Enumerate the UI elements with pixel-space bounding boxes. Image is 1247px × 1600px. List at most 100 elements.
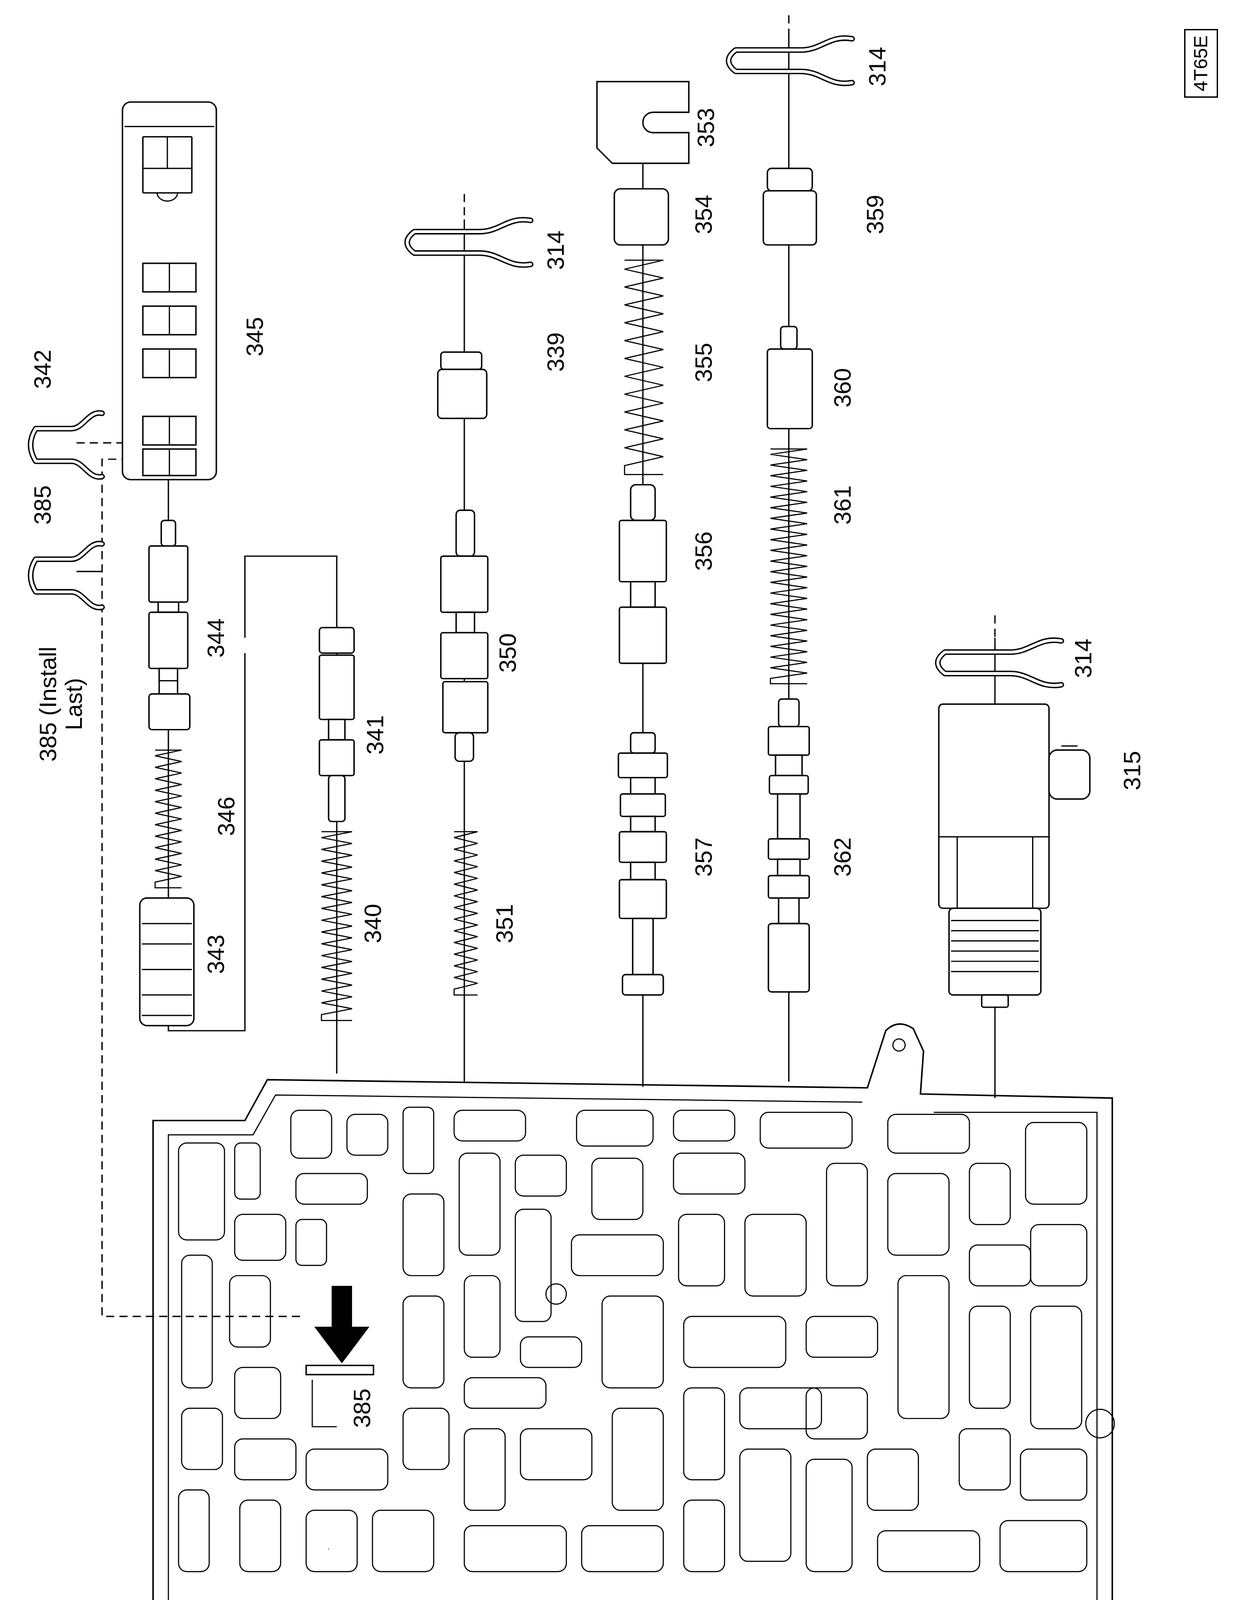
valve-body-channels xyxy=(602,1295,664,1388)
valve-spool xyxy=(619,520,667,582)
valve-spool xyxy=(768,875,810,899)
assembly-lines xyxy=(788,15,790,36)
valve-spool xyxy=(619,607,667,664)
valve-spool xyxy=(775,755,803,776)
valve-spool xyxy=(630,862,656,880)
valve-body-channels xyxy=(576,1110,653,1147)
valve-spool xyxy=(159,668,178,694)
solenoid-body xyxy=(142,348,196,378)
valve-spool xyxy=(319,655,355,720)
install-arrow xyxy=(306,1365,374,1375)
retainer-clip xyxy=(937,640,1062,686)
solenoid-body xyxy=(142,263,196,292)
callout-number: 385 xyxy=(28,482,57,528)
callout-number: 354 xyxy=(690,191,719,237)
bore-plug xyxy=(141,1014,192,1017)
callout-number: 340 xyxy=(359,901,388,947)
valve-spool xyxy=(440,556,488,613)
valve-body-channels xyxy=(806,1316,878,1357)
valve-body-channels xyxy=(760,1112,852,1148)
callout-number: 315 xyxy=(1118,747,1147,793)
retainer-clip xyxy=(407,219,531,266)
valve-spool xyxy=(630,581,656,608)
valve-body-channels xyxy=(295,1219,327,1266)
install-arrow xyxy=(312,1379,337,1427)
valve-spool xyxy=(440,632,488,679)
valve-body-channels xyxy=(571,1234,664,1276)
valve-spool xyxy=(328,775,345,822)
callout-number: 350 xyxy=(494,630,523,676)
valve-spool xyxy=(456,510,475,557)
solenoid xyxy=(1032,836,1034,909)
valve-body-channels xyxy=(520,1428,592,1480)
callout-number: 355 xyxy=(690,339,719,385)
valve-sleeve xyxy=(767,326,813,429)
bore-plug xyxy=(141,923,192,925)
model-code: 4T65E xyxy=(1190,35,1212,92)
valve-body-channels xyxy=(464,1377,546,1409)
callout-number: 385 xyxy=(348,1385,377,1431)
bore-plug xyxy=(437,352,487,419)
solenoid xyxy=(951,960,1039,962)
callout-number: 341 xyxy=(361,712,390,757)
callout-number: 345 xyxy=(241,314,269,360)
valve-body-channels xyxy=(673,1110,735,1142)
valve-body-channels xyxy=(806,1387,868,1439)
valve-spool xyxy=(440,510,488,762)
solenoid-body xyxy=(168,263,171,292)
valve-body-channels xyxy=(403,1107,434,1174)
valve-body-channels xyxy=(234,1214,286,1261)
valve-spool xyxy=(442,681,488,733)
valve-body-channels xyxy=(372,1510,434,1572)
valve-body-channels xyxy=(1085,1409,1115,1438)
solenoid xyxy=(981,994,1009,1008)
callout-number: 343 xyxy=(202,931,231,977)
valve-body-channels xyxy=(306,1510,358,1572)
valve-spool xyxy=(777,794,801,839)
retainer-clip xyxy=(728,38,852,84)
valve-body-channels xyxy=(290,1110,332,1159)
valve-spool xyxy=(632,918,653,975)
valve-body-channels xyxy=(464,1525,567,1572)
valve-body-channels xyxy=(999,1520,1087,1572)
valve-spool xyxy=(455,732,474,762)
coil-spring xyxy=(321,831,353,1021)
solenoid-body xyxy=(168,448,171,476)
valve-spool xyxy=(328,719,345,740)
valve-body-channels xyxy=(591,1158,643,1220)
valve-spool xyxy=(161,520,176,546)
model-box: 4T65E xyxy=(1184,28,1218,98)
assembly-lines xyxy=(76,15,995,1317)
bore-plug xyxy=(141,968,192,971)
valve-body-channels xyxy=(1030,1306,1082,1429)
bore-plug xyxy=(767,168,813,191)
solenoid xyxy=(951,919,1039,922)
valve-spool xyxy=(619,879,667,919)
valve-spool xyxy=(148,612,188,669)
solenoid-body xyxy=(122,102,217,480)
valve-body-channels xyxy=(887,1173,949,1256)
valve-body-channels xyxy=(969,1244,1031,1286)
valve-body-channels xyxy=(229,1275,271,1347)
solenoid-body xyxy=(142,306,196,335)
coil-spring xyxy=(624,260,664,475)
bore-plug xyxy=(141,943,192,945)
callout-number: 314 xyxy=(863,43,892,89)
valve-spool xyxy=(619,831,667,863)
retainer-clip xyxy=(937,640,1062,686)
solenoid-body xyxy=(157,192,178,201)
valve-body xyxy=(933,1112,1098,1600)
valve-body-channels xyxy=(239,1499,281,1572)
valve-spool xyxy=(618,752,668,778)
valve-body-channels xyxy=(678,1214,725,1286)
callout-number: 353 xyxy=(692,105,720,151)
solenoid xyxy=(951,950,1039,952)
assembly-lines xyxy=(102,459,305,1317)
valve-body-channels xyxy=(515,1209,552,1322)
valve-spool xyxy=(768,923,810,992)
assembly-lines xyxy=(76,571,102,573)
valve-body-channels xyxy=(403,1295,444,1388)
valve-spool xyxy=(620,794,666,817)
